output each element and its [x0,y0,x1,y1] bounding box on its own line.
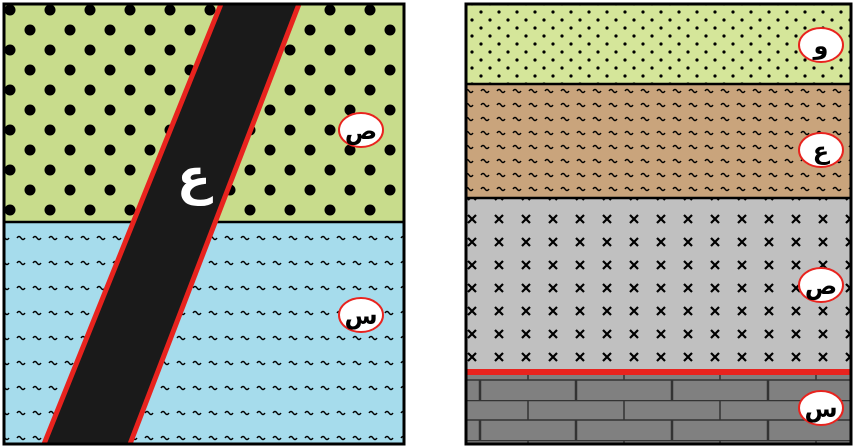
right-diagram: و ع ص س [464,2,853,446]
left-diagram: ع ص س [2,2,406,446]
right-frame [464,2,853,446]
dike-label: ع [177,148,213,206]
dike-contact-left [41,3,224,445]
label-sad-badge: ص [338,112,384,148]
label-seen: س [344,302,377,330]
label-seen-badge: س [338,297,384,333]
label-seen-badge-right: س [798,390,844,426]
label-waw-badge: و [798,27,844,63]
label-waw: و [813,32,829,60]
layer-waw-dotted [466,4,851,84]
layer-sad-crosses [466,198,851,372]
dike-ain [44,4,299,444]
label-sad-badge-right: ص [798,267,844,303]
layer-seen-bricks [466,372,851,444]
left-frame [2,2,406,446]
dike-contact-right [127,3,302,445]
label-sad: ص [345,117,377,145]
label-ain: ع [813,137,831,165]
label-seen-right: س [804,395,837,423]
layer-ain-wavy [466,84,851,198]
label-sad-right: ص [805,272,837,300]
label-ain-badge: ع [798,132,844,168]
